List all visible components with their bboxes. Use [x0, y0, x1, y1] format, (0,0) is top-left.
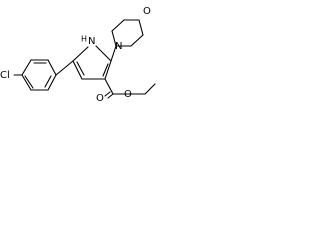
- morpholine-ring: [111, 19, 144, 47]
- pyrrole-nitrogen-label: N: [88, 36, 95, 47]
- morpholine-oxygen-label: O: [143, 6, 151, 17]
- morpholine-nitrogen-label: N: [115, 41, 122, 52]
- chlorine-atom-label: Cl: [0, 70, 10, 81]
- chemical-structure: Cl H N O N O O: [0, 6, 156, 103]
- pyrrole-nh-hydrogen-label: H: [81, 35, 87, 44]
- ester-group: [104, 78, 156, 99]
- carbonyl-oxygen-label: O: [96, 93, 104, 103]
- aryl-pyrrole-bond: [55, 60, 74, 76]
- ester-oxygen-label: O: [124, 89, 132, 100]
- pyrrole-morpholine-bond: [110, 45, 117, 62]
- chlorophenyl-ring: [21, 59, 57, 91]
- pyrrole-ring: [72, 45, 112, 80]
